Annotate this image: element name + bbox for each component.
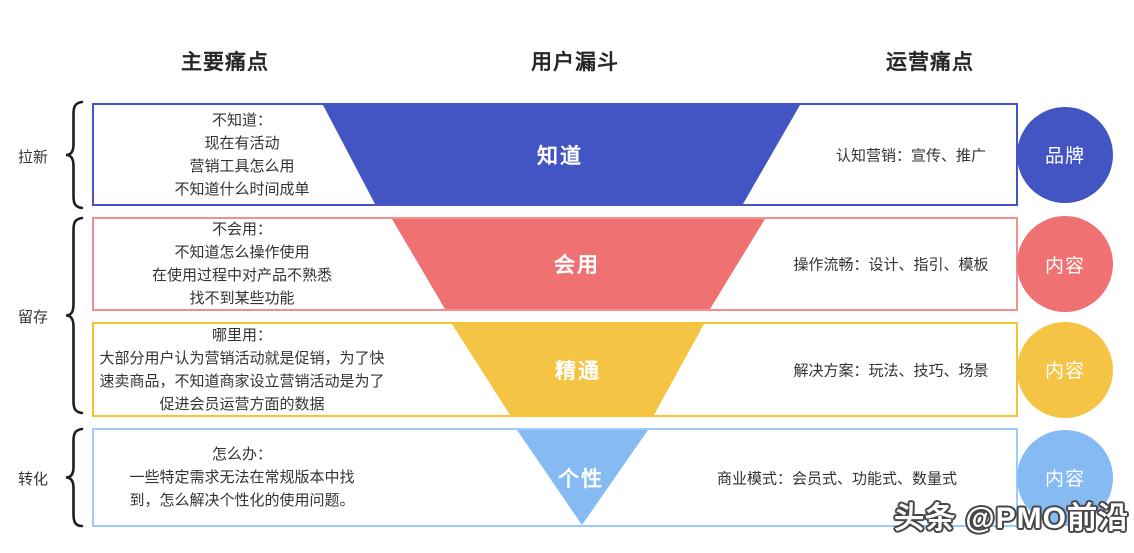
ops-text: 认知营销：宣传、推广 xyxy=(835,147,986,164)
pain-line: 哪里用： xyxy=(211,326,272,344)
ops-text: 商业模式：会员式、功能式、数量式 xyxy=(716,470,957,487)
pain-line: 促进会员运营方面的数据 xyxy=(159,395,325,413)
pain-points-text: 不会用： 不知道怎么操作使用 在使用过程中对产品不熟悉 找不到某些功能 xyxy=(94,219,390,309)
funnel-segment-label: 精通 xyxy=(555,359,601,383)
funnel-row-can-use: 不会用： 不知道怎么操作使用 在使用过程中对产品不熟悉 找不到某些功能 会用 操… xyxy=(92,216,1114,312)
column-header-user-funnel: 用户漏斗 xyxy=(531,51,619,74)
pain-line: 不知道： xyxy=(211,111,272,129)
pain-line: 不知道什么时间成单 xyxy=(174,180,310,198)
funnel-row-personalize: 怎么办： 一些特定需求无法在常规版本中找 到，怎么解决个性化的使用问题。 个性 … xyxy=(92,428,1114,527)
funnel-segment-label: 个性 xyxy=(558,467,604,491)
stage-circle-label: 内容 xyxy=(1044,469,1085,490)
pain-line: 怎么办： xyxy=(211,446,272,463)
funnel-segment-label: 知道 xyxy=(537,144,583,168)
pain-box: 哪里用： 大部分用户认为营销活动就是促销，为了快 速卖商品，不知道商家设立营销活… xyxy=(92,322,1018,417)
pain-line: 不会用： xyxy=(211,221,272,238)
pain-box: 不会用： 不知道怎么操作使用 在使用过程中对产品不熟悉 找不到某些功能 会用 操… xyxy=(92,217,1018,311)
column-header-main-pain: 主要痛点 xyxy=(181,51,269,74)
stage-circle: 内容 xyxy=(1017,321,1113,418)
pain-line: 一些特定需求无法在常规版本中找 xyxy=(129,469,355,486)
stage-label-retention: 留存 xyxy=(17,309,48,326)
ops-text: 解决方案：玩法、技巧、场景 xyxy=(793,362,989,379)
pain-points-text: 怎么办： 一些特定需求无法在常规版本中找 到，怎么解决个性化的使用问题。 xyxy=(94,430,390,525)
pain-line: 大部分用户认为营销活动就是促销，为了快 xyxy=(99,349,385,367)
stage-circle: 内容 xyxy=(1017,429,1113,526)
curly-brace-icon xyxy=(65,427,84,528)
stage-circle-label: 内容 xyxy=(1044,361,1085,382)
pain-line: 现在有活动 xyxy=(204,134,280,152)
stage-label-acquisition: 拉新 xyxy=(17,149,48,166)
stage-circle-label: 内容 xyxy=(1044,255,1085,277)
stage-circle: 品牌 xyxy=(1017,106,1113,203)
funnel-row-know: 不知道： 现在有活动 营销工具怎么用 不知道什么时间成单 知道 认知营销：宣传、… xyxy=(92,103,1114,206)
pain-line: 速卖商品，不知道商家设立营销活动是为了 xyxy=(99,372,385,390)
curly-brace-icon xyxy=(65,100,84,210)
pain-line: 找不到某些功能 xyxy=(189,290,295,307)
pain-box: 不知道： 现在有活动 营销工具怎么用 不知道什么时间成单 知道 认知营销：宣传、… xyxy=(92,103,1018,206)
stage-circle-label: 品牌 xyxy=(1044,146,1085,167)
funnel-segment xyxy=(392,219,765,309)
pain-points-text: 哪里用： 大部分用户认为营销活动就是促销，为了快 速卖商品，不知道商家设立营销活… xyxy=(94,324,390,415)
funnel-segment-label: 会用 xyxy=(554,254,600,277)
stage-circle: 内容 xyxy=(1017,216,1113,312)
pain-points-text: 不知道： 现在有活动 营销工具怎么用 不知道什么时间成单 xyxy=(94,105,390,204)
column-header-ops-pain: 运营痛点 xyxy=(886,51,974,74)
pain-line: 到，怎么解决个性化的使用问题。 xyxy=(129,492,355,509)
ops-text: 操作流畅：设计、指引、模板 xyxy=(793,256,989,274)
watermark: 头条 @PMO前沿 xyxy=(894,502,1129,535)
pain-line: 在使用过程中对产品不熟悉 xyxy=(151,267,332,284)
stage-label-conversion: 转化 xyxy=(17,471,48,488)
funnel-segment xyxy=(323,105,800,204)
funnel-row-master: 哪里用： 大部分用户认为营销活动就是促销，为了快 速卖商品，不知道商家设立营销活… xyxy=(92,321,1114,418)
pain-line: 不知道怎么操作使用 xyxy=(174,244,310,261)
pain-box: 怎么办： 一些特定需求无法在常规版本中找 到，怎么解决个性化的使用问题。 个性 … xyxy=(92,428,1018,527)
curly-brace-icon xyxy=(65,216,84,415)
pain-line: 营销工具怎么用 xyxy=(189,157,295,175)
